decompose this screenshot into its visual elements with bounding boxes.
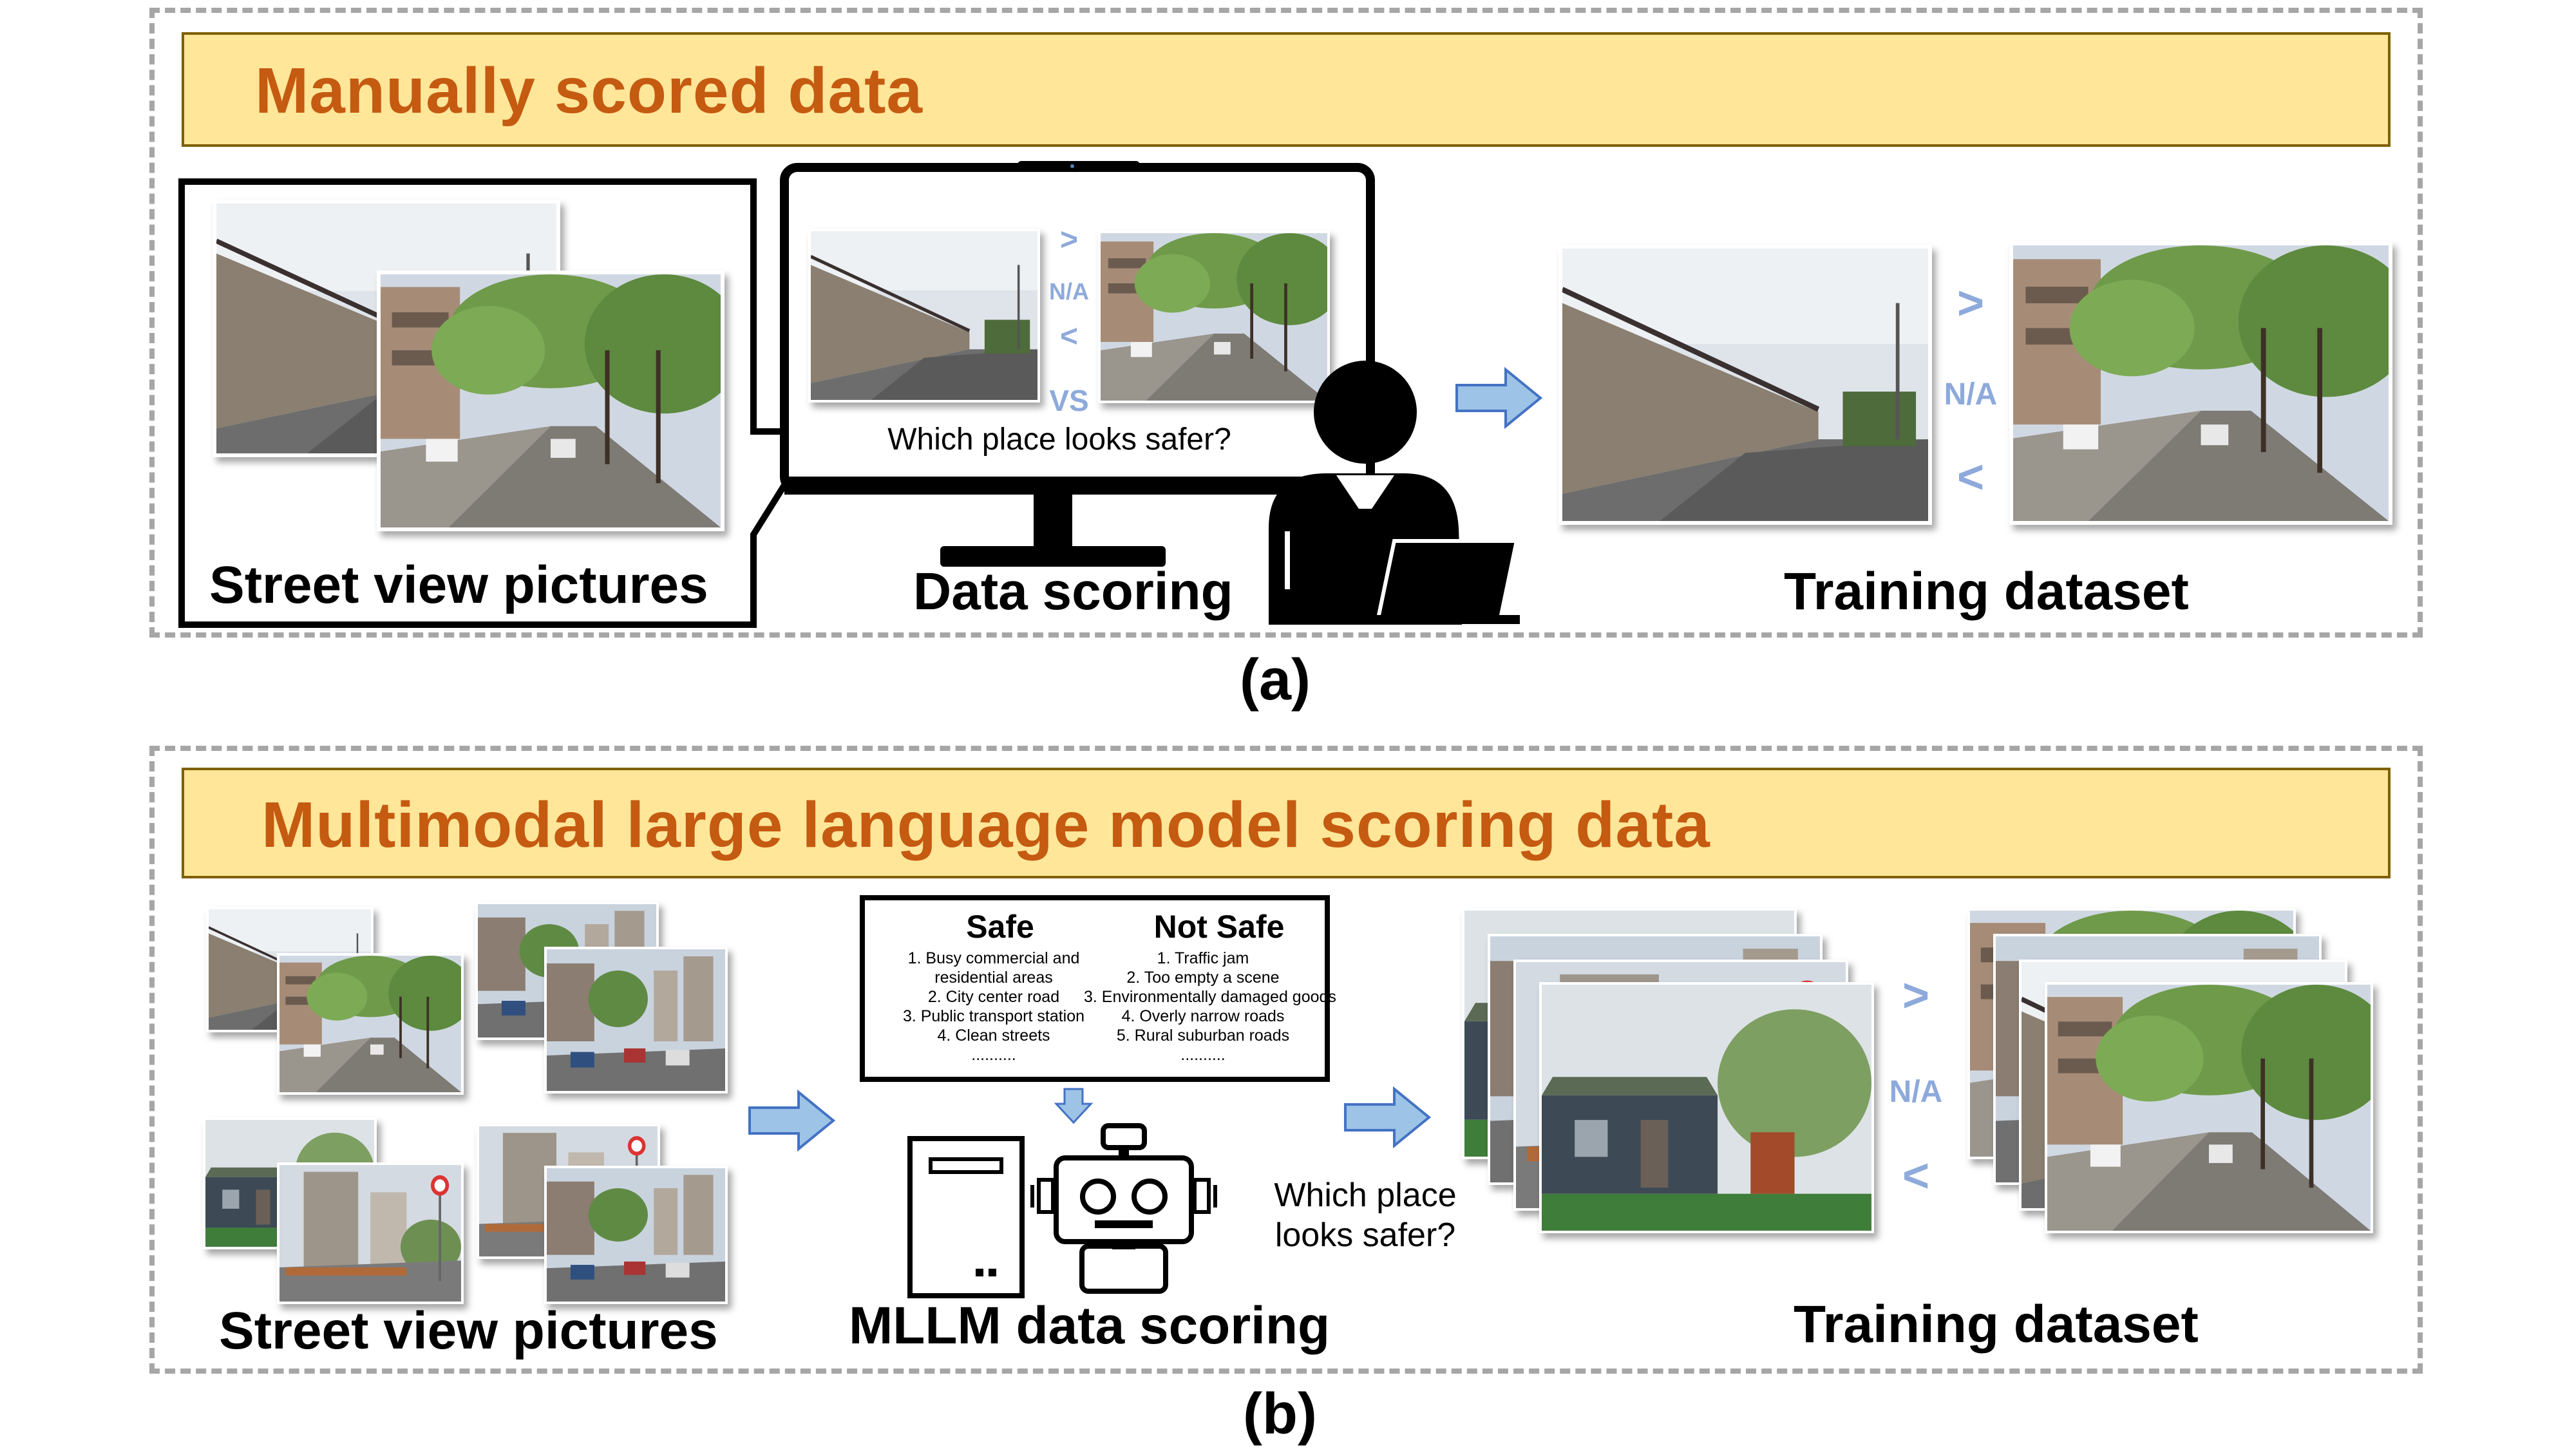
street-grid-photo-1b	[277, 953, 464, 1095]
training-photo-trees-a	[2009, 242, 2392, 525]
screen-question: Which place looks safer?	[887, 422, 1231, 457]
arrow-to-training-b	[1344, 1086, 1432, 1149]
training-na-symbol-b: N/A	[1889, 1075, 1943, 1109]
safe-item-1-cont: residential areas	[934, 969, 1053, 987]
not-safe-item-3: 3. Environmentally damaged goods	[1084, 988, 1336, 1006]
not-safe-item-1: 1. Traffic jam	[1157, 949, 1249, 967]
training-dataset-label-b: Training dataset	[1794, 1295, 2199, 1354]
screen-greater-symbol: >	[1059, 223, 1079, 257]
not-safe-item-2: 2. Too empty a scene	[1126, 969, 1280, 987]
panel-b	[149, 746, 2423, 1374]
training-less-symbol-b: <	[1902, 1150, 1930, 1202]
training-less-symbol-a: <	[1956, 451, 1985, 503]
mllm-question-line1: Which place	[1274, 1177, 1457, 1214]
panel-b-banner: Multimodal large language model scoring …	[182, 768, 2391, 878]
training-greater-symbol-b: >	[1902, 970, 1930, 1021]
robot-icon	[1030, 1123, 1217, 1294]
panel-a	[149, 8, 2423, 638]
safe-item-2: 2. City center road	[927, 988, 1060, 1006]
not-safe-item-5: 5. Rural suburban roads	[1116, 1027, 1290, 1045]
street-grid-photo-2b	[544, 947, 728, 1094]
not-safe-heading: Not Safe	[1153, 909, 1285, 945]
server-icon	[907, 1136, 1025, 1298]
training-greater-symbol-a: >	[1956, 278, 1985, 329]
safe-item-more: ..........	[971, 1046, 1016, 1064]
safe-item-4: 4. Clean streets	[937, 1027, 1050, 1045]
panel-a-banner: Manually scored data	[182, 32, 2391, 147]
caption-a: (a)	[1240, 648, 1311, 712]
mllm-scoring-label: MLLM data scoring	[849, 1296, 1331, 1355]
street-grid-photo-4b	[544, 1166, 728, 1304]
training-na-symbol-a: N/A	[1944, 377, 1998, 412]
not-safe-item-more: ..........	[1180, 1046, 1226, 1064]
panel-b-title: Multimodal large language model scoring …	[261, 789, 1710, 861]
person-icon	[1269, 361, 1520, 625]
mllm-question: Which place looks safer?	[1256, 1175, 1475, 1255]
training-dataset-label-a: Training dataset	[1784, 562, 2189, 621]
training-stack-right-top	[2045, 982, 2373, 1233]
safe-item-1: 1. Busy commercial and	[907, 949, 1080, 967]
safe-item-3: 3. Public transport station	[902, 1007, 1085, 1025]
screen-less-symbol: <	[1059, 319, 1079, 354]
training-photo-wall-a	[1558, 245, 1932, 525]
data-scoring-label: Data scoring	[913, 562, 1233, 621]
arrow-to-mllm	[748, 1089, 836, 1152]
street-photo-trees	[377, 270, 724, 531]
criteria-down-arrow	[1054, 1088, 1093, 1124]
screen-na-symbol: N/A	[1049, 278, 1089, 305]
street-view-label-a: Street view pictures	[209, 556, 708, 614]
training-stack-left-top	[1539, 982, 1874, 1233]
arrow-to-training-a	[1455, 366, 1543, 430]
screen-photo-trees	[1098, 231, 1330, 403]
safe-heading: Safe	[966, 909, 1034, 945]
street-view-label-b: Street view pictures	[219, 1302, 718, 1360]
not-safe-item-4: 4. Overly narrow roads	[1121, 1007, 1285, 1025]
screen-vs-symbol: VS	[1049, 384, 1089, 417]
street-grid-photo-3b	[277, 1162, 464, 1304]
safety-criteria-box: Safe Not Safe 1. Busy commercial and res…	[860, 895, 1336, 1082]
caption-b: (b)	[1243, 1382, 1317, 1446]
mllm-question-line2: looks safer?	[1274, 1217, 1456, 1254]
panel-a-title: Manually scored data	[255, 55, 923, 127]
screen-photo-wall	[808, 229, 1040, 402]
